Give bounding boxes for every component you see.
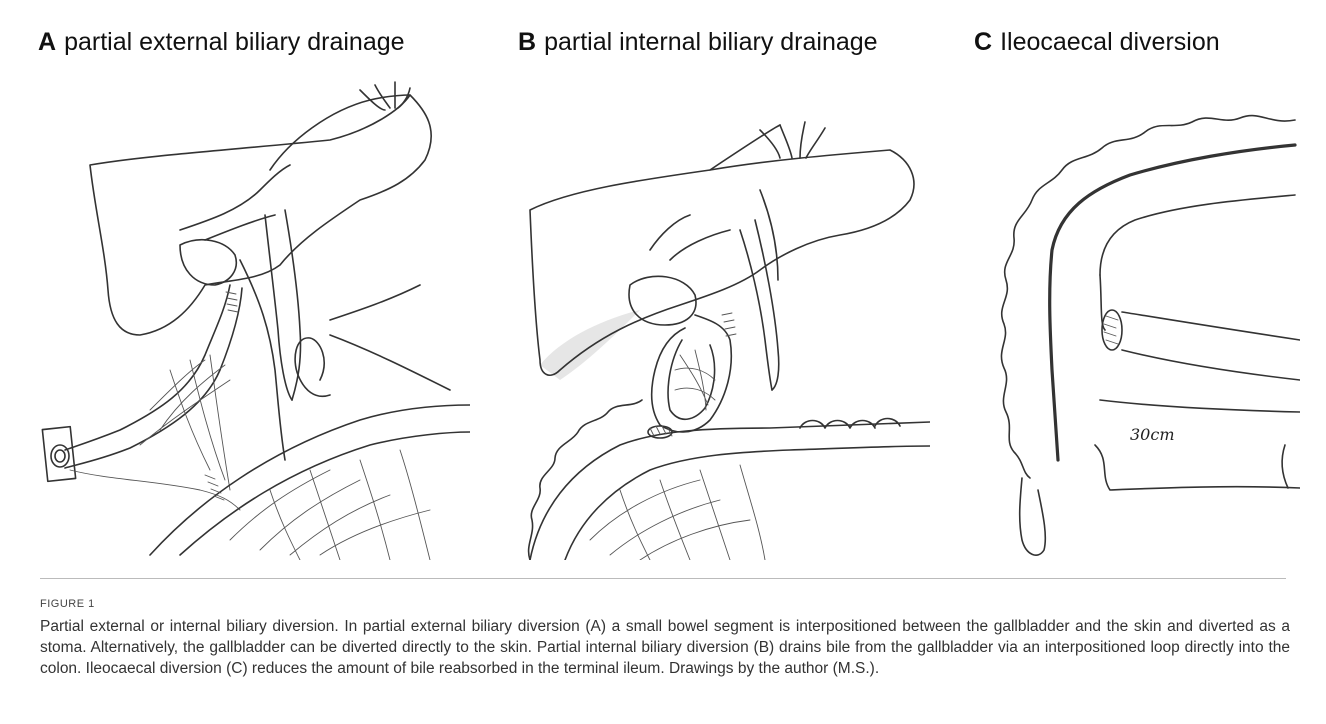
figure-caption: Partial external or internal biliary div… <box>40 616 1290 679</box>
panel-b-letter: B <box>518 28 536 56</box>
figure-label: FIGURE 1 <box>40 598 95 610</box>
caption-divider <box>40 578 1286 579</box>
drawing-ileocaecal-diversion: 30cm <box>960 100 1300 570</box>
drawing-partial-external-biliary-drainage <box>30 70 470 560</box>
panel-c-letter: C <box>974 28 992 56</box>
panel-c-title-text: Ileocaecal diversion <box>1000 28 1220 56</box>
length-annotation: 30cm <box>1130 425 1175 444</box>
panel-c-title: C Ileocaecal diversion <box>974 28 1220 57</box>
panel-a-letter: A <box>38 28 56 56</box>
panel-a-title-text: partial external biliary drainage <box>64 28 404 56</box>
panel-b-title-text: partial internal biliary drainage <box>544 28 878 56</box>
drawing-partial-internal-biliary-drainage <box>510 70 930 560</box>
